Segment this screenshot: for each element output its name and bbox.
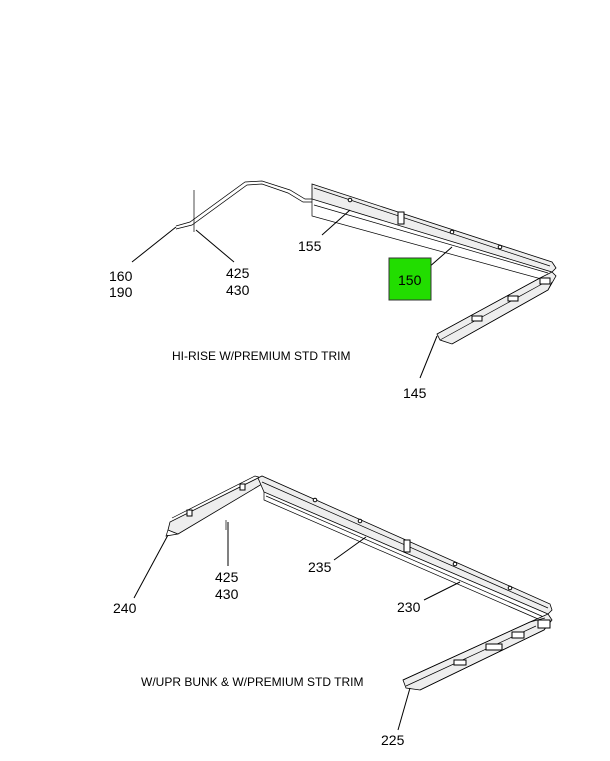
top-trim-155 [311, 183, 557, 281]
bottom-trim-235 [257, 475, 553, 623]
callout-425[interactable]: 425 [226, 265, 250, 281]
top-trim-145 [436, 271, 557, 345]
callout-225[interactable]: 225 [381, 732, 405, 748]
bottom-view-caption: W/UPR BUNK & W/PREMIUM STD TRIM [141, 675, 363, 689]
bottom-left-segment [165, 475, 263, 537]
callout-190[interactable]: 190 [109, 284, 133, 300]
callout-235[interactable]: 235 [308, 559, 332, 575]
top-leader-lines [131, 209, 453, 379]
callout-155[interactable]: 155 [298, 238, 322, 254]
callout-425-bottom[interactable]: 425 [215, 569, 239, 585]
bottom-trim-225 [402, 613, 553, 691]
callout-240[interactable]: 240 [113, 600, 137, 616]
top-view: 160 190 425 430 155 150 145 HI-RISE W/PR… [109, 180, 557, 401]
bottom-leader-lines [133, 522, 461, 731]
callout-150-highlight[interactable] [388, 257, 432, 301]
top-view-caption: HI-RISE W/PREMIUM STD TRIM [172, 349, 350, 363]
callout-160[interactable]: 160 [109, 268, 133, 284]
top-left-rail [175, 180, 312, 232]
callout-150[interactable]: 150 [398, 272, 422, 288]
callout-230[interactable]: 230 [397, 599, 421, 615]
callout-430[interactable]: 430 [226, 282, 250, 298]
callout-430-bottom[interactable]: 430 [215, 586, 239, 602]
callout-145[interactable]: 145 [403, 385, 427, 401]
bottom-view: 425 430 235 240 230 225 W/UPR BUNK & W/P… [113, 475, 553, 748]
